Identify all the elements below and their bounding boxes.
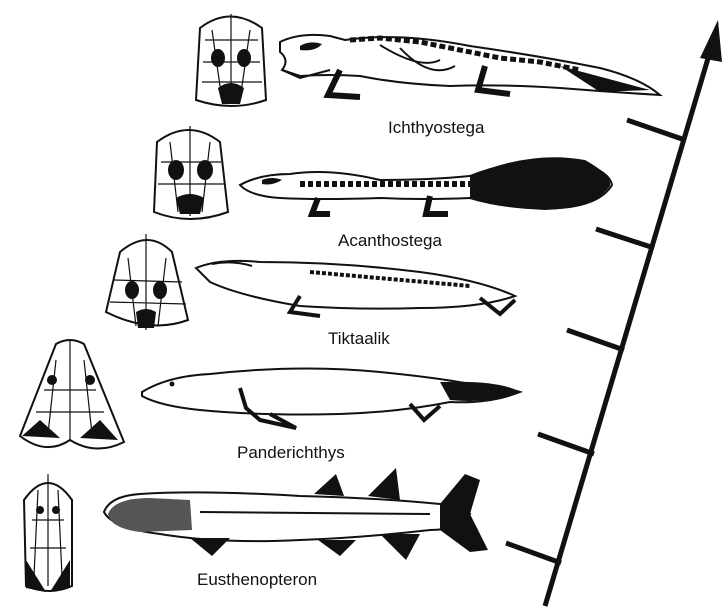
eusthenopteron-body [104,468,488,560]
ichthyostega-label: Ichthyostega [388,118,485,137]
acanthostega-skull [154,126,228,219]
time-tick-4 [538,434,594,454]
panderichthys-body [142,368,520,428]
time-tick-3 [567,330,624,350]
ichthyostega-body [280,35,660,97]
eusthenopteron-skull [24,474,72,592]
acanthostega-body [240,157,612,214]
tiktaalik-skull [106,234,188,330]
time-tick-2 [596,229,654,248]
time-arrow [506,20,722,606]
panderichthys-skull [20,340,124,449]
time-axis-line [545,45,712,606]
time-tick-5 [506,543,561,563]
tiktaalik-label: Tiktaalik [328,329,390,348]
acanthostega-label: Acanthostega [338,231,443,250]
time-tick-1 [627,120,685,140]
ichthyostega-skull [196,14,266,106]
arrowhead-icon [700,20,722,62]
eusthenopteron-label: Eusthenopteron [197,570,317,589]
panderichthys-label: Panderichthys [237,443,345,462]
tiktaalik-body [196,261,515,316]
